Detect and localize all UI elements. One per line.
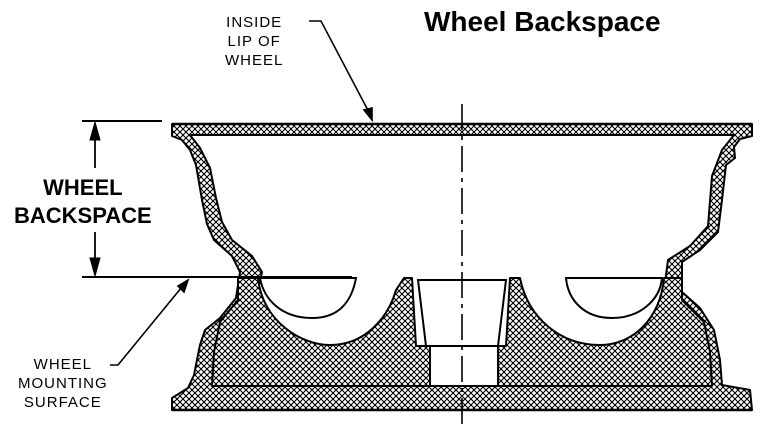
inside-lip-line-1: INSIDE: [226, 14, 283, 31]
mounting-surface-callout: WHEEL MOUNTING SURFACE: [18, 355, 108, 412]
dimension-label-line-1: WHEEL: [43, 175, 123, 200]
center-bore-pocket: [429, 345, 499, 387]
wheel-hub-section: [211, 277, 713, 387]
diagram-title: Wheel Backspace: [424, 6, 661, 37]
dimension-arrow: [89, 120, 101, 278]
mounting-surface-line-3: SURFACE: [23, 394, 102, 411]
dimension-label-line-2: BACKSPACE: [14, 203, 152, 228]
mounting-surface-leader: [110, 278, 190, 366]
spoke-window-left: [258, 277, 358, 320]
mounting-surface-line-2: MOUNTING: [18, 375, 108, 392]
wheel-backspace-dimension-label: WHEEL BACKSPACE: [14, 174, 152, 230]
inside-lip-line-2: LIP OF: [227, 33, 281, 50]
inside-lip-line-3: WHEEL: [225, 52, 284, 69]
spoke-window-right: [564, 277, 664, 320]
inside-lip-leader: [309, 20, 373, 123]
inside-lip-callout: INSIDE LIP OF WHEEL: [225, 13, 283, 70]
mounting-surface-line-1: WHEEL: [33, 356, 92, 373]
